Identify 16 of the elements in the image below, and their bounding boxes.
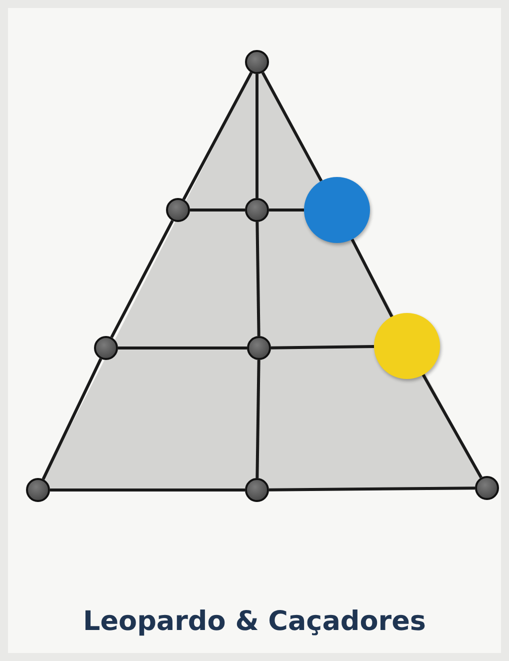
- board-line: [118, 346, 247, 350]
- board-line: [190, 208, 245, 212]
- board-line: [268, 486, 476, 492]
- board-line: [256, 222, 260, 336]
- board-line: [42, 358, 102, 480]
- board-line: [256, 74, 258, 198]
- board-line: [182, 72, 253, 200]
- board-line: [269, 208, 304, 212]
- board-line: [50, 488, 245, 492]
- board-line: [256, 360, 260, 478]
- board-line: [270, 344, 374, 350]
- board-line: [350, 238, 394, 318]
- board-line: [261, 72, 323, 182]
- board-line: [422, 374, 482, 478]
- board-line: [110, 220, 174, 338]
- title: Leopardo & Caçadores: [82, 606, 427, 637]
